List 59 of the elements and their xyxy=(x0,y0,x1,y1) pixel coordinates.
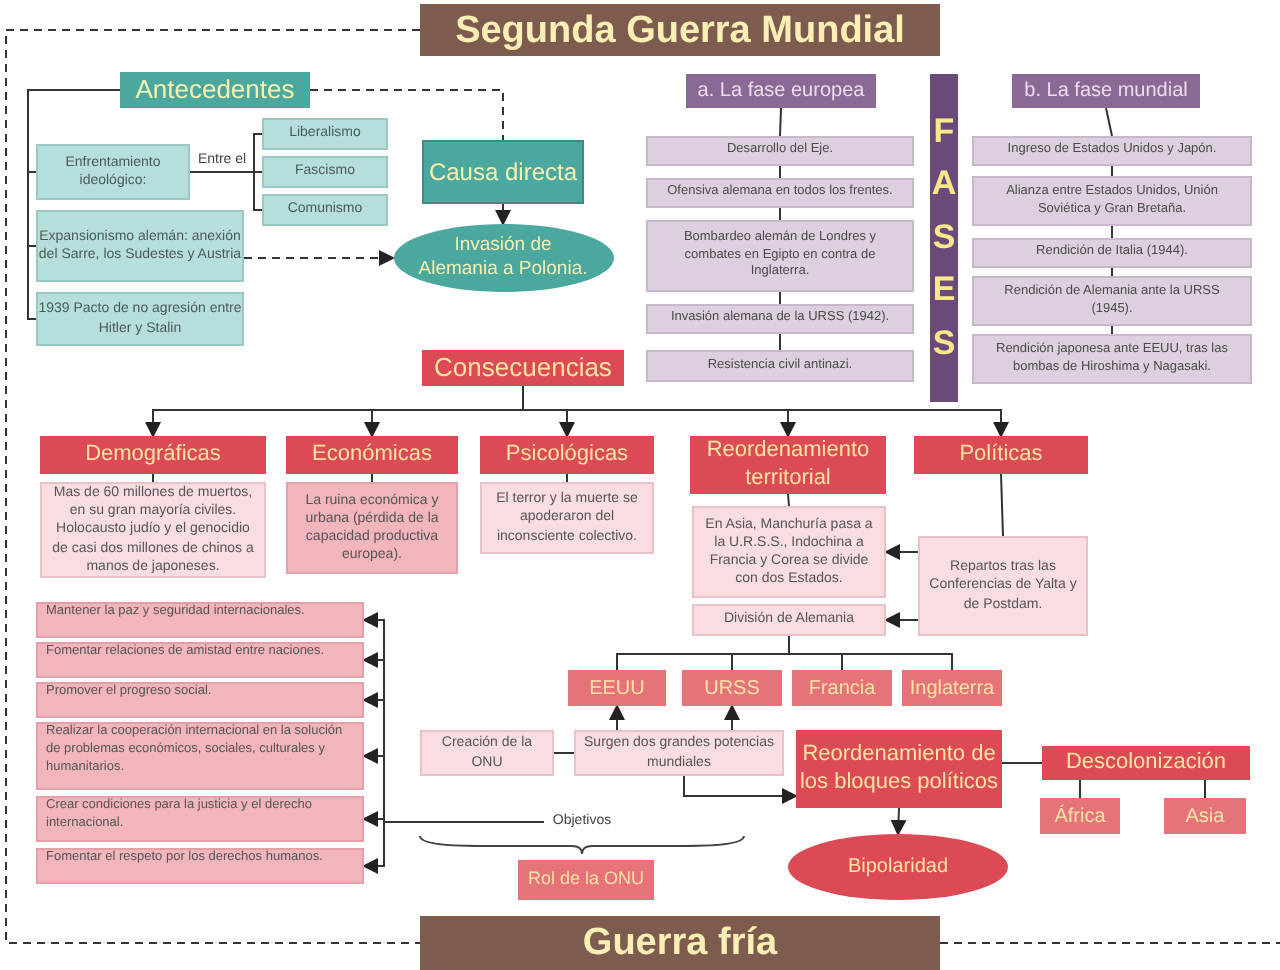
arrow xyxy=(724,704,740,731)
connector-line xyxy=(371,473,373,483)
item-box: Francia xyxy=(792,670,892,706)
connector-line xyxy=(1111,165,1113,177)
arrow xyxy=(884,544,919,560)
oval-node: Bipolaridad xyxy=(788,834,1008,900)
connector-line xyxy=(152,473,154,483)
item-box: URSS xyxy=(682,670,782,706)
connector-line xyxy=(787,493,790,507)
heading-box: Demográficas xyxy=(40,436,266,474)
connector-line xyxy=(1111,325,1113,335)
title-banner: Guerra fría xyxy=(420,916,940,970)
heading-box: Económicas xyxy=(286,436,458,474)
arrow xyxy=(522,385,1009,438)
connector-line xyxy=(788,635,953,671)
item-box: Rol de la ONU xyxy=(518,860,654,900)
arrow xyxy=(362,821,545,874)
connector-line xyxy=(1000,473,1004,537)
arrow xyxy=(683,775,798,804)
connector-line xyxy=(779,107,782,137)
item-box: África xyxy=(1040,798,1120,834)
connector-line xyxy=(5,29,421,944)
connector-line xyxy=(779,165,781,179)
heading-box: Reordenamiento de los bloques políticos xyxy=(796,730,1002,808)
title-banner: Segunda Guerra Mundial xyxy=(420,4,940,56)
heading-box: a. La fase europea xyxy=(686,74,876,108)
connector-line xyxy=(27,89,121,320)
connector-line xyxy=(939,942,1280,944)
connector-line xyxy=(779,291,781,305)
item-box: Asia xyxy=(1164,798,1246,834)
connector-line xyxy=(553,752,575,754)
connector-line xyxy=(566,473,568,483)
arrow xyxy=(890,807,907,836)
connector-line xyxy=(1111,267,1113,277)
heading-box: Antecedentes xyxy=(120,72,310,108)
arrow xyxy=(495,203,511,226)
connector-line xyxy=(779,207,781,221)
connector-line xyxy=(309,89,504,141)
arrow xyxy=(243,250,395,266)
connector-line xyxy=(779,333,781,351)
connector-line xyxy=(1001,762,1043,764)
connector-line xyxy=(1111,225,1113,239)
connector-line xyxy=(189,171,263,211)
item-box: Inglaterra xyxy=(902,670,1002,706)
heading-box: Descolonización xyxy=(1042,746,1250,780)
connector-line xyxy=(1105,107,1113,137)
arrow xyxy=(884,612,919,628)
heading-box: b. La fase mundial xyxy=(1012,74,1200,108)
connector-line xyxy=(1079,779,1081,799)
heading-box: Políticas xyxy=(914,436,1088,474)
vertical-banner: FASES xyxy=(930,74,958,402)
arrow xyxy=(609,704,625,731)
heading-box: Reordenamiento territorial xyxy=(690,436,886,494)
heading-box: Causa directa xyxy=(422,140,584,204)
item-box: EEUU xyxy=(568,670,666,706)
oval-node: Invasión de Alemania a Polonia. xyxy=(393,224,613,292)
connector-line xyxy=(1204,779,1206,799)
heading-box: Consecuencias xyxy=(422,350,624,386)
heading-box: Psicológicas xyxy=(480,436,654,474)
